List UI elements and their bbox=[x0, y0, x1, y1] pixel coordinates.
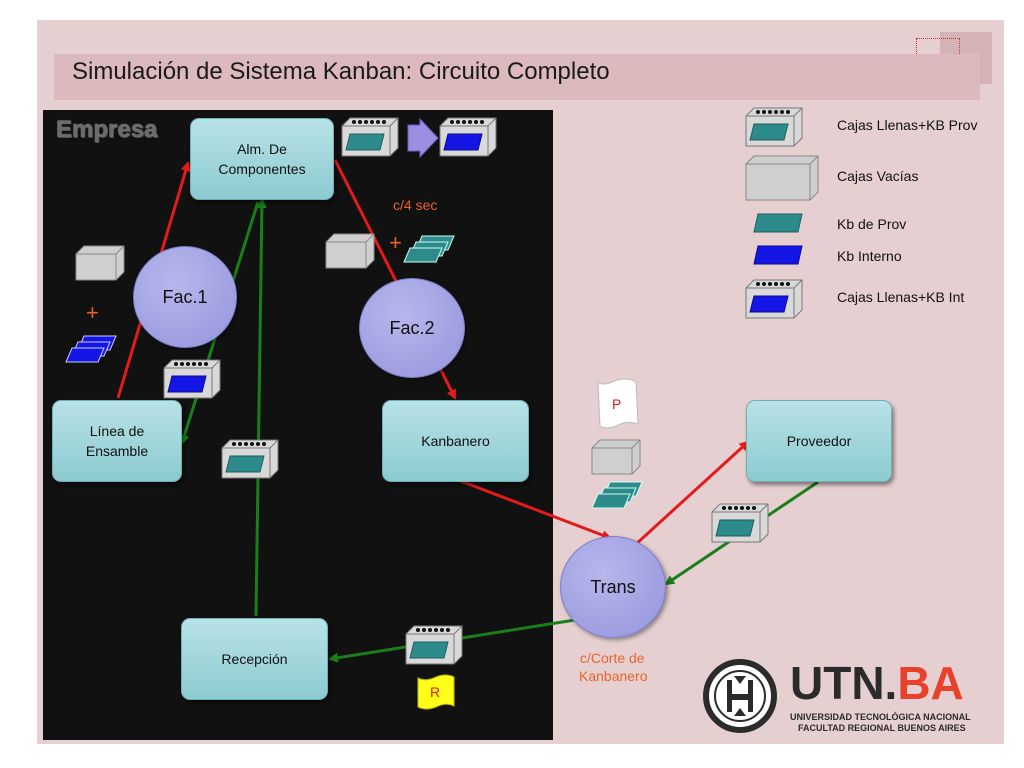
empty-box-icon bbox=[591, 439, 641, 475]
legend-empty-box-icon bbox=[745, 155, 819, 201]
utn-emblem-icon bbox=[703, 659, 777, 733]
arrow-kanbanero-to-trans bbox=[457, 478, 612, 540]
plus-sign: + bbox=[389, 230, 402, 255]
node-linea-ensamble[interactable]: Línea de Ensamble bbox=[52, 400, 182, 482]
full-box-prov-kb-icon bbox=[341, 117, 399, 157]
utn-logo-wordmark: UTN.BA bbox=[790, 660, 964, 706]
corte-label-line2: Kanbanero bbox=[579, 668, 648, 684]
full-box-prov-kb-icon bbox=[405, 625, 463, 665]
fac1-label: Fac.1 bbox=[162, 286, 208, 307]
plus-sign: + bbox=[86, 300, 99, 325]
trans-label: Trans bbox=[590, 576, 636, 597]
empty-box-icon bbox=[325, 233, 375, 269]
legend-kb-internal-icon bbox=[753, 245, 803, 265]
frequency-label: c/4 sec bbox=[393, 197, 438, 213]
transform-arrow-icon bbox=[407, 117, 439, 159]
arrow-trans-to-proveedor bbox=[633, 440, 750, 547]
process-fac2[interactable]: Fac.2 bbox=[359, 278, 465, 378]
process-fac1[interactable]: Fac.1 bbox=[133, 246, 237, 348]
node-recepcion[interactable]: Recepción bbox=[181, 618, 328, 700]
legend-full-box-prov-icon bbox=[745, 107, 803, 147]
process-trans[interactable]: Trans bbox=[560, 536, 666, 638]
full-box-internal-kb-icon bbox=[439, 117, 497, 157]
logo-utn: UTN bbox=[790, 657, 885, 709]
logo-faculty-line: FACULTAD REGIONAL BUENOS AIRES bbox=[798, 723, 966, 733]
slide-title: Simulación de Sistema Kanban: Circuito C… bbox=[72, 58, 610, 85]
node-linea-label: Línea de Ensamble bbox=[85, 423, 149, 459]
fac2-label: Fac.2 bbox=[389, 317, 435, 338]
node-proveedor-label: Proveedor bbox=[786, 433, 852, 449]
empresa-label: Empresa bbox=[56, 116, 158, 143]
corte-label-line1: c/Corte de bbox=[580, 650, 645, 666]
tag-r-label: R bbox=[430, 684, 441, 700]
empty-box-icon bbox=[75, 245, 125, 281]
kb-prov-stack-icon bbox=[591, 481, 643, 509]
tag-p-shape bbox=[597, 378, 639, 429]
node-almacen-label: Alm. De Componentes bbox=[218, 141, 306, 177]
logo-ba: BA bbox=[897, 657, 964, 709]
full-box-prov-kb-icon bbox=[711, 503, 769, 543]
kb-prov-stack-icon bbox=[403, 235, 455, 263]
logo-university-line: UNIVERSIDAD TECNOLÓGICA NACIONAL bbox=[790, 712, 971, 722]
logo-dot: . bbox=[884, 657, 898, 709]
legend-empty-box-label: Cajas Vacías bbox=[837, 168, 919, 184]
kb-internal-stack-icon bbox=[65, 335, 117, 363]
node-recepcion-label: Recepción bbox=[221, 651, 288, 667]
title-bar bbox=[54, 54, 980, 100]
node-kanbanero[interactable]: Kanbanero bbox=[382, 400, 529, 482]
tag-p-label: P bbox=[612, 396, 622, 412]
node-kanbanero-label: Kanbanero bbox=[421, 433, 490, 449]
legend-kb-internal-label: Kb Interno bbox=[837, 248, 902, 264]
legend-full-box-prov-label: Cajas Llenas+KB Prov bbox=[837, 117, 978, 133]
full-box-internal-kb-icon bbox=[163, 359, 221, 399]
arrow-recepcion-to-alm bbox=[254, 198, 267, 617]
node-almacen-componentes[interactable]: Alm. De Componentes bbox=[190, 118, 334, 200]
full-box-prov-kb-icon bbox=[221, 439, 279, 479]
legend-kb-prov-label: Kb de Prov bbox=[837, 216, 907, 232]
legend-full-box-internal-icon bbox=[745, 279, 803, 319]
tag-r-shape bbox=[417, 674, 455, 710]
node-proveedor[interactable]: Proveedor bbox=[746, 400, 892, 482]
legend-kb-prov-icon bbox=[753, 213, 803, 233]
legend-full-box-internal-label: Cajas Llenas+KB Int bbox=[837, 289, 965, 305]
